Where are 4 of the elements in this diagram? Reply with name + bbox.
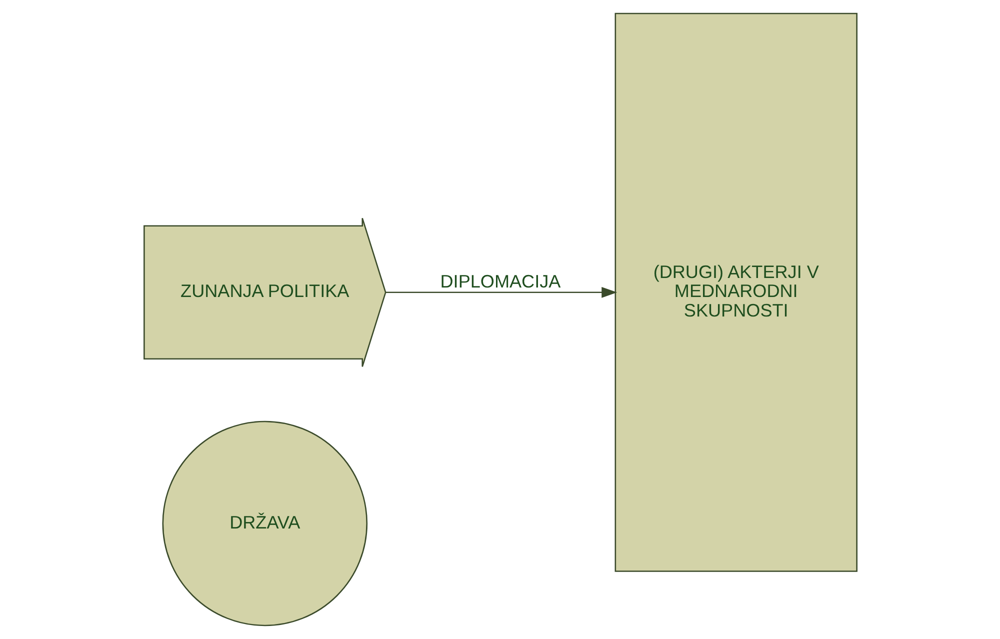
node-circle: DRŽAVA bbox=[162, 420, 368, 626]
arrow bbox=[385, 286, 617, 298]
node-box: (DRUGI) AKTERJI V MEDNARODNI SKUPNOSTI bbox=[614, 12, 857, 572]
edge-label: DIPLOMACIJA bbox=[440, 271, 560, 292]
